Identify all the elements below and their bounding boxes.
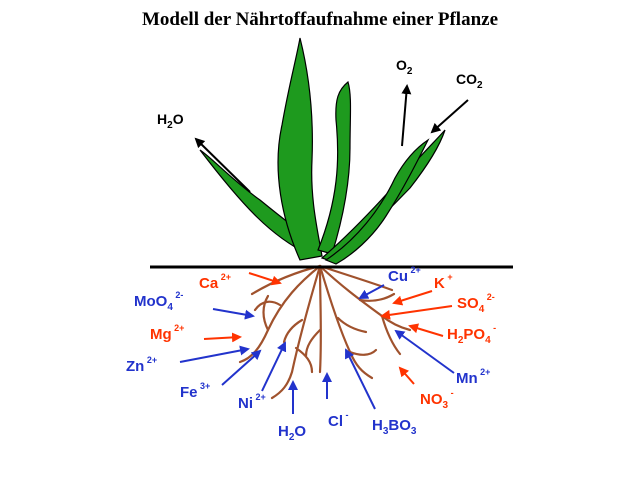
- formula-cu: Cu 2+: [388, 265, 421, 285]
- ion-arrow-zn: [179, 345, 250, 363]
- gas-arrow-co2: [430, 99, 469, 134]
- formula-mn: Mn 2+: [456, 367, 490, 387]
- formula-co2: CO2: [456, 71, 483, 91]
- root-strand-13: [358, 292, 396, 302]
- ion-arrow-cu: [358, 284, 385, 299]
- root-strand-8: [304, 328, 322, 358]
- ion-arrow-fe: [221, 349, 262, 386]
- plant-roots: [238, 264, 412, 400]
- formula-no3: NO3 -: [420, 388, 454, 411]
- root-strand-11: [348, 348, 378, 356]
- formula-ca: Ca 2+: [199, 272, 231, 292]
- ion-arrow-k: [392, 290, 433, 306]
- plant-leaves: [199, 37, 446, 265]
- root-strand-9: [318, 264, 374, 380]
- formula-h3bo3: H3BO3: [372, 417, 417, 437]
- uptake-arrows: [179, 84, 469, 414]
- formula-h2o-soil: H2O: [278, 423, 306, 443]
- root-strand-4: [270, 264, 322, 400]
- root-strand-7: [318, 264, 322, 374]
- root-strand-2: [262, 294, 270, 332]
- ion-arrow-mn: [394, 329, 455, 374]
- root-strand-14: [318, 264, 394, 292]
- ion-arrow-no3: [398, 366, 415, 385]
- leaf-far-right: [324, 138, 430, 265]
- root-strand-6: [294, 346, 314, 374]
- ion-arrow-h2po4: [408, 323, 444, 337]
- formula-h2o: H2O: [157, 111, 184, 131]
- diagram-title: Modell der Nährtoffaufnahme einer Pflanz…: [141, 9, 499, 30]
- gas-arrow-o2: [401, 84, 412, 147]
- formula-k: K +: [434, 272, 453, 292]
- formula-moo4: MoO4 2-: [134, 290, 183, 313]
- formula-so4: SO4 2-: [457, 292, 495, 315]
- formula-fe: Fe 3+: [180, 381, 210, 401]
- formula-zn: Zn 2+: [126, 355, 157, 375]
- gas-arrow-h2o: [194, 137, 251, 193]
- ion-arrow-ni: [261, 341, 287, 392]
- root-strand-3: [253, 300, 282, 312]
- ion-arrow-h3bo3: [345, 348, 376, 410]
- root-strand-5: [282, 318, 304, 344]
- formula-mg: Mg 2+: [150, 323, 184, 343]
- leaf-center: [277, 37, 323, 261]
- formula-h2po4: H2PO4 -: [447, 323, 496, 346]
- formula-ni: Ni 2+: [238, 392, 266, 412]
- root-strand-16: [250, 264, 322, 296]
- formula-o2: O2: [396, 57, 413, 77]
- ion-arrow-moo4: [212, 308, 255, 320]
- leaf-mid: [317, 80, 352, 255]
- ion-arrow-ca: [248, 272, 282, 286]
- root-strand-10: [336, 316, 368, 334]
- formula-cl: Cl -: [328, 410, 349, 430]
- ion-arrow-so4: [380, 305, 453, 320]
- ion-arrow-mg: [203, 332, 242, 343]
